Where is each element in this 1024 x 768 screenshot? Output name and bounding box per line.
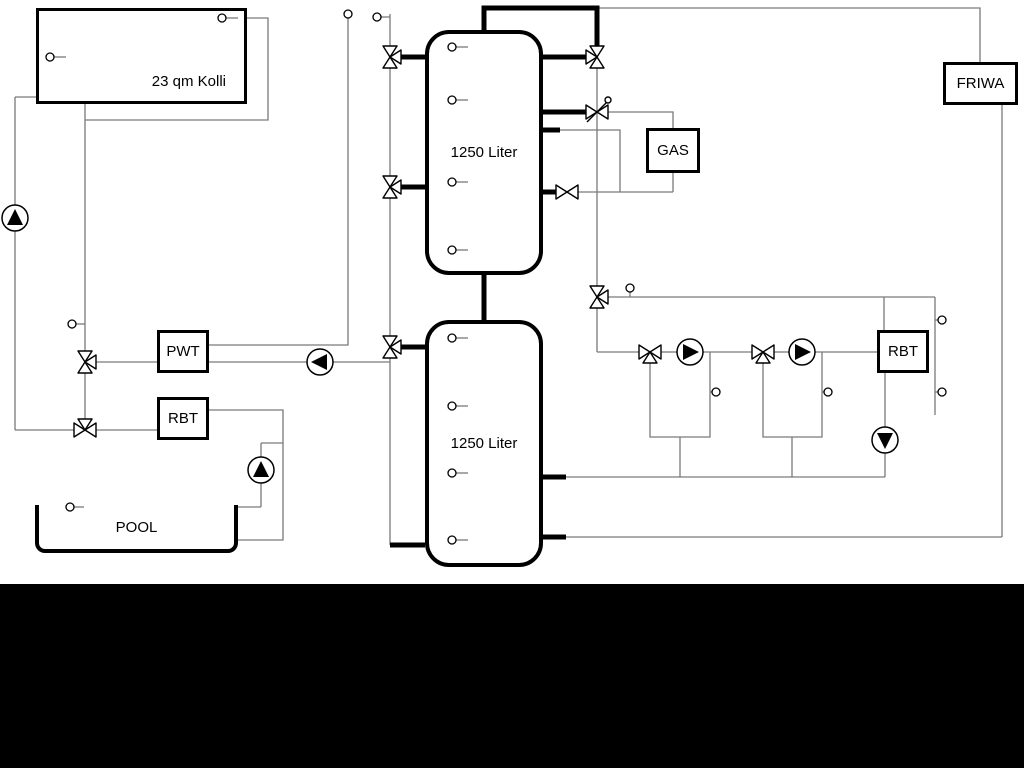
- three-way-valve-icon: [73, 418, 97, 438]
- three-way-valve-icon: [751, 344, 775, 364]
- rbt-left-label: RBT: [168, 410, 198, 427]
- sensor-icon: [935, 387, 947, 397]
- three-way-valve-icon: [382, 175, 402, 199]
- three-way-valve-icon: [585, 45, 605, 69]
- friwa-label: FRIWA: [956, 75, 1005, 92]
- rbt-right-label: RBT: [888, 343, 918, 360]
- buffer-tank-top-box: 1250 Liter: [425, 30, 543, 275]
- gas-boiler-box: GAS: [646, 128, 700, 173]
- heating-circuit-2-pump-icon: [788, 338, 816, 366]
- air-vent-icon: [343, 9, 353, 19]
- friwa-station-box: FRIWA: [943, 62, 1018, 105]
- sensor-icon: [710, 387, 721, 397]
- sensor-icon: [935, 315, 947, 325]
- sensor-icon: [625, 283, 635, 297]
- solar-collector-box: 23 qm Kolli: [36, 8, 247, 104]
- buffer-tank-bottom-box: 1250 Liter: [425, 320, 543, 567]
- heating-circuit-1-pump-icon: [676, 338, 704, 366]
- solar-collector-label: 23 qm Kolli: [151, 73, 226, 90]
- pwt-heat-exchanger-box: PWT: [157, 330, 209, 373]
- check-valve-icon: [585, 96, 612, 123]
- pool-basin: POOL: [35, 505, 238, 553]
- shutoff-valve-icon: [555, 184, 579, 200]
- three-way-valve-icon: [382, 335, 402, 359]
- gas-label: GAS: [657, 142, 689, 159]
- pool-label: POOL: [115, 518, 158, 536]
- three-way-valve-icon: [382, 45, 402, 69]
- sensor-icon: [822, 387, 833, 397]
- rbt-right-box: RBT: [877, 330, 929, 373]
- buffer-tank-bottom-label: 1250 Liter: [450, 435, 518, 452]
- three-way-valve-icon: [638, 344, 662, 364]
- three-way-valve-icon: [589, 285, 609, 309]
- pool-pump-icon: [247, 456, 275, 484]
- rbt-return-pump-icon: [871, 426, 899, 454]
- sensor-icon: [67, 319, 85, 329]
- three-way-valve-icon: [77, 350, 97, 374]
- buffer-tank-top-label: 1250 Liter: [450, 144, 518, 161]
- pwt-label: PWT: [166, 343, 200, 360]
- rbt-left-box: RBT: [157, 397, 209, 440]
- valves: [73, 45, 775, 438]
- footer-bar: [0, 584, 1024, 768]
- solar-pump-icon: [1, 204, 29, 232]
- buffer-charge-pump-icon: [306, 348, 334, 376]
- sensor-icon: [372, 12, 390, 22]
